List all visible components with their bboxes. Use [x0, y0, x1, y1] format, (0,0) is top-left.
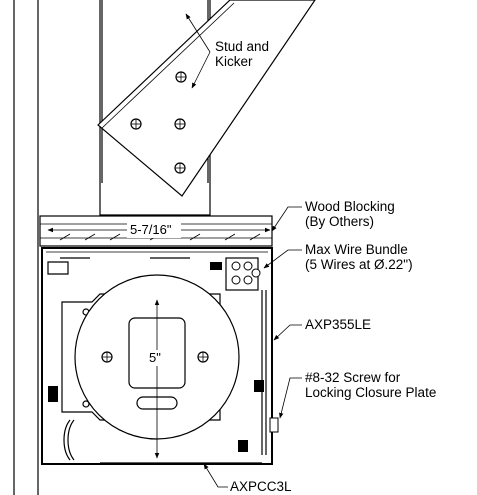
cartridge-screws [101, 351, 209, 363]
callout-housing: AXP355LE [305, 317, 371, 332]
callout-screw: #8-32 Screw for Locking Closure Plate [305, 370, 436, 400]
callout-wood-blocking-line2: (By Others) [305, 214, 374, 229]
kicker [97, 0, 316, 197]
callout-stud-kicker-line2: Kicker [215, 54, 253, 69]
screw-icon [197, 351, 209, 363]
callout-closure: AXPCC3L [230, 479, 292, 494]
left-clips [48, 386, 75, 461]
callout-housing-label: AXP355LE [305, 317, 371, 332]
callout-wood-blocking: Wood Blocking (By Others) [305, 199, 395, 229]
callout-screw-line1: #8-32 Screw for [305, 370, 401, 385]
callout-closure-label: AXPCC3L [230, 479, 292, 494]
callout-stud-kicker-line1: Stud and [215, 39, 269, 54]
callout-max-wire-line2: (5 Wires at Ø.22") [305, 257, 413, 272]
callout-stud-kicker: Stud and Kicker [215, 39, 269, 69]
right-screws [238, 380, 279, 452]
screw-icon [175, 71, 187, 83]
callout-wood-blocking-line1: Wood Blocking [305, 199, 395, 214]
wall-framing [13, 0, 39, 495]
callout-max-wire-line1: Max Wire Bundle [305, 242, 408, 257]
wire-connector [210, 257, 261, 291]
callout-screw-line2: Locking Closure Plate [305, 385, 436, 400]
dimension-height-label: 5" [149, 350, 161, 365]
leader-lines [185, 13, 302, 488]
dimension-width-label: 5-7/16" [130, 222, 172, 237]
kicker-screws [130, 71, 187, 174]
dimension-height: 5" [146, 299, 168, 459]
dimension-width: 5-7/16" [47, 222, 271, 238]
screw-icon [130, 118, 142, 130]
screw-icon [174, 118, 186, 130]
callout-max-wire: Max Wire Bundle (5 Wires at Ø.22") [305, 242, 413, 272]
screw-icon [101, 351, 113, 363]
screw-icon [174, 162, 186, 174]
